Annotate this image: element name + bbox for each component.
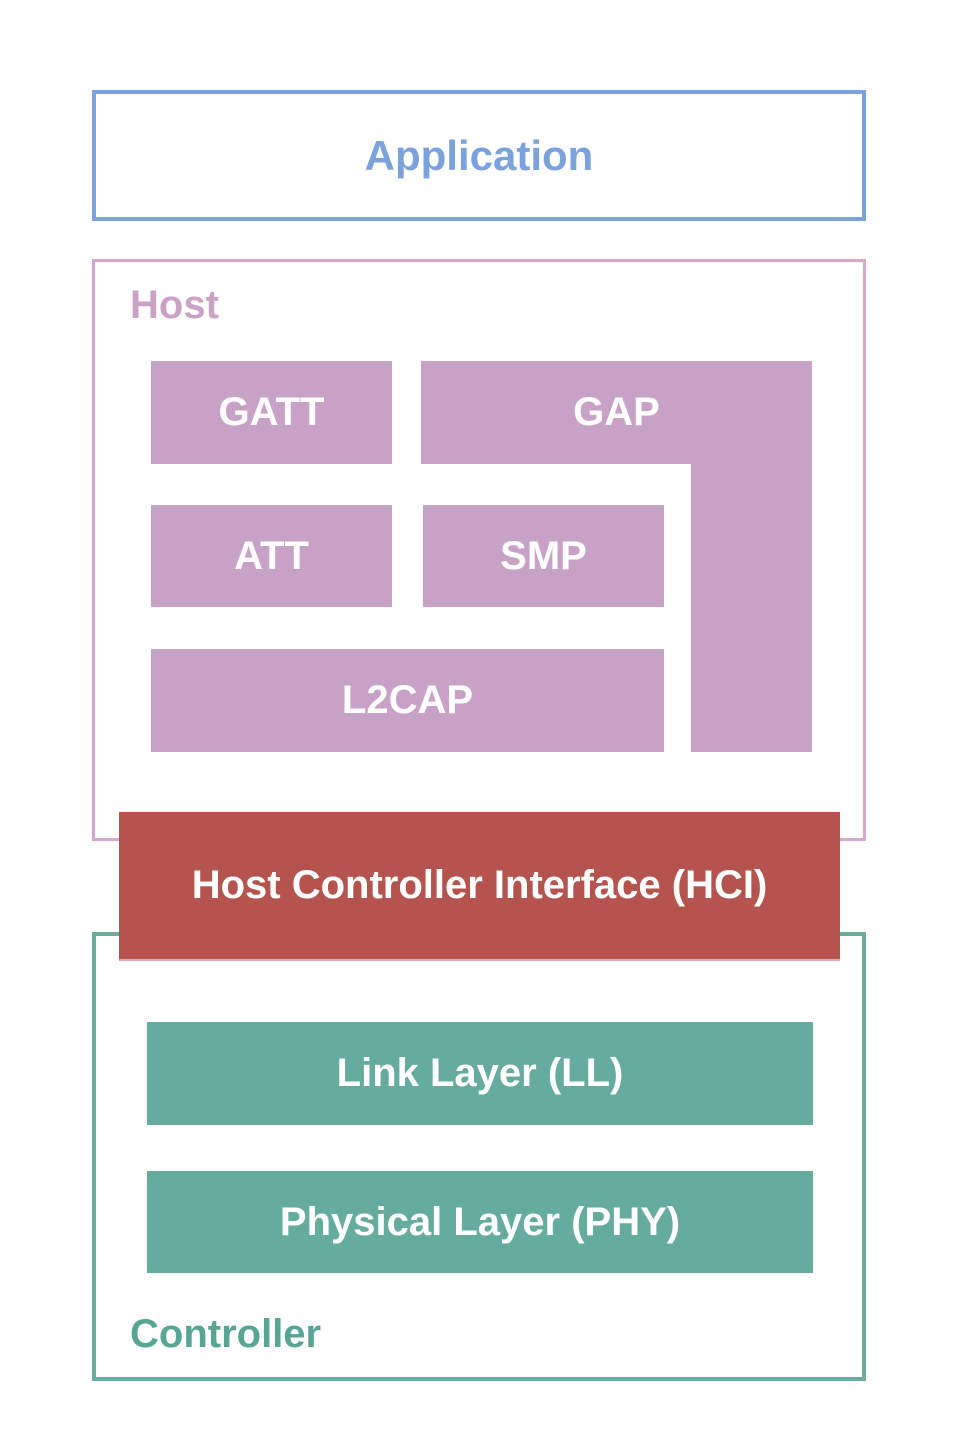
smp-block: SMP — [423, 505, 664, 607]
hci-label: Host Controller Interface (HCI) — [191, 863, 768, 907]
link-layer-block: Link Layer (LL) — [147, 1022, 813, 1125]
att-block: ATT — [151, 505, 392, 607]
controller-label: Controller — [130, 1312, 322, 1356]
gatt-label: GATT — [218, 390, 325, 434]
l2cap-block: L2CAP — [151, 649, 664, 752]
controller-box — [92, 932, 866, 1381]
hci-bar: Host Controller Interface (HCI) — [119, 812, 840, 961]
physical-layer-label: Physical Layer (PHY) — [279, 1199, 681, 1244]
link-layer-label: Link Layer (LL) — [336, 1051, 624, 1095]
l2cap-label: L2CAP — [341, 678, 474, 722]
att-label: ATT — [234, 533, 309, 578]
smp-label: SMP — [500, 533, 587, 578]
physical-layer-block: Physical Layer (PHY) — [147, 1171, 813, 1273]
application-label: Application — [364, 131, 594, 179]
gap-label: GAP — [573, 390, 660, 434]
gatt-block: GATT — [151, 361, 392, 464]
gap-block: GAP — [421, 361, 812, 464]
application-box: Application — [92, 90, 866, 221]
host-label: Host — [130, 283, 219, 327]
